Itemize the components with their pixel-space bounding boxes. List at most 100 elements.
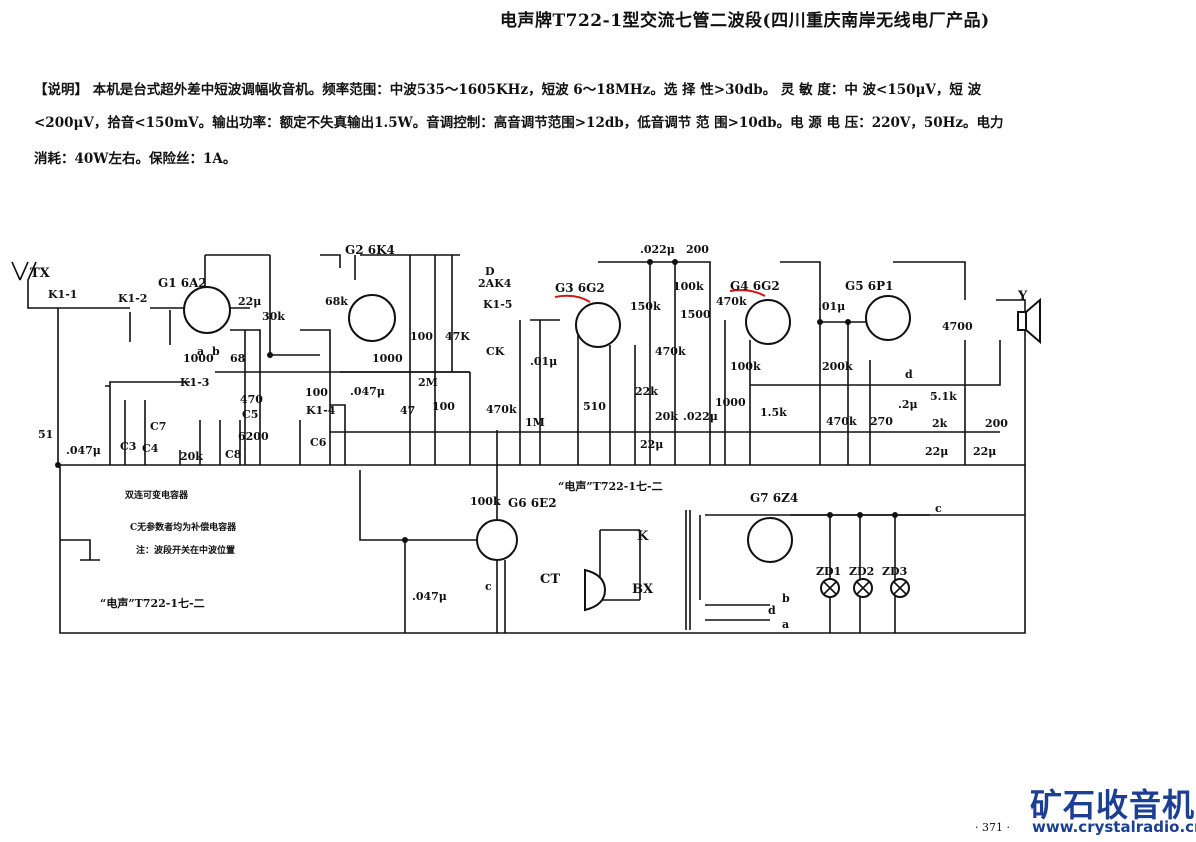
description-line-3: 消耗：40W左右。保险丝：1A。 (34, 151, 237, 167)
component-label: c (485, 580, 492, 593)
component-label: “电声”T722-1七-二 (100, 596, 205, 610)
watermark-url: www.crystalradio.cn (1032, 818, 1196, 836)
component-label: 200 (985, 417, 1008, 430)
capacitor-note: C无参数者均为补偿电容器 (130, 521, 237, 533)
component-label: 100k (673, 280, 704, 293)
component-label: 1500 (680, 308, 711, 321)
component-label: ZD1 (816, 565, 841, 578)
component-label: .01μ (530, 355, 557, 368)
component-label: 1000 (715, 396, 746, 409)
component-label: 20k (655, 410, 678, 423)
component-label: 5.1k (930, 390, 957, 403)
component-label: G4 6G2 (730, 279, 780, 293)
component-label: G5 6P1 (845, 279, 894, 293)
component-label: K1-4 (306, 404, 336, 417)
component-label: 100 (432, 400, 455, 413)
component-label: .047μ (412, 590, 447, 603)
component-label: C6 (310, 436, 327, 449)
component-label: C3 (120, 440, 136, 453)
component-label: d (905, 368, 913, 381)
component-label: C7 (150, 420, 166, 433)
component-label: c (935, 502, 942, 515)
component-label: C4 (142, 442, 159, 455)
component-label: 22μ (973, 445, 996, 458)
component-label: C8 (225, 448, 242, 461)
vacuum-tubes (183, 286, 911, 563)
plug-icon (584, 568, 607, 612)
component-label: BX (632, 582, 654, 597)
component-labels: TX K1-1 K1-2 K1-3 K1-4 K1-5 G1 6A2 G2 6K… (30, 243, 1028, 631)
component-label: 30k (262, 310, 285, 323)
component-label: CK (486, 345, 505, 358)
page-number: · 371 · (975, 821, 1010, 834)
tube-g2-icon (348, 294, 396, 342)
component-label: 22μ (238, 295, 261, 308)
component-label: K (637, 529, 649, 544)
transformer-icon (685, 510, 691, 630)
component-label: 47 (400, 404, 415, 417)
component-label: 470k (655, 345, 686, 358)
highlight-mark (554, 289, 766, 303)
component-label: Y (1017, 289, 1028, 304)
component-label: .047μ (350, 385, 385, 398)
component-label: 100 (410, 330, 433, 343)
component-label: 68k (325, 295, 348, 308)
component-label: 51 (38, 428, 53, 441)
junction-dots (55, 259, 898, 543)
component-label: 22μ (640, 438, 663, 451)
component-label: TX (30, 266, 51, 281)
component-label: G2 6K4 (345, 243, 395, 257)
component-label: 470k (486, 403, 517, 416)
component-label: 1000 (183, 352, 214, 365)
component-label: d (768, 604, 776, 617)
component-label: 47K (445, 330, 470, 343)
component-label: ZD2 (849, 565, 874, 578)
component-label: 22k (635, 385, 658, 398)
tube-g5-icon (865, 295, 911, 341)
tube-g4-icon (745, 299, 791, 345)
wiring (19, 254, 1026, 634)
component-label: G7 6Z4 (750, 491, 798, 505)
component-label: “电声”T722-1七-二 (558, 479, 663, 493)
component-label: 470 (240, 393, 263, 406)
component-label: 470k (826, 415, 857, 428)
tube-g3-icon (575, 302, 621, 348)
component-label: K1-5 (483, 298, 512, 311)
tube-g6-icon (476, 519, 518, 561)
component-label: 1000 (372, 352, 403, 365)
component-label: G6 6E2 (508, 496, 557, 510)
component-label: b (212, 345, 220, 358)
component-label: 1.5k (760, 406, 787, 419)
page-title: 电声牌T722-1型交流七管二波段(四川重庆南岸无线电厂产品) (500, 11, 990, 31)
component-label: 100 (305, 386, 328, 399)
component-label: C5 (242, 408, 258, 421)
component-label: 22μ (925, 445, 948, 458)
component-label: 200 (686, 243, 709, 256)
component-label: b (782, 592, 790, 605)
component-label: K1-2 (118, 292, 147, 305)
component-label: a (197, 345, 204, 358)
component-label: .01μ (818, 300, 845, 313)
lamp-icons (820, 578, 910, 598)
component-label: K1-1 (48, 288, 77, 301)
component-label: .022μ (640, 243, 675, 256)
gang-capacitor-note: 双连可变电容器 (125, 489, 189, 501)
component-label: G3 6G2 (555, 281, 605, 295)
component-label: 200k (822, 360, 853, 373)
description-line-1: 【说明】 本机是台式超外差中短波调幅收音机。频率范围：中波535～1605KHz… (34, 82, 982, 98)
component-label: a (782, 618, 789, 631)
component-label: 2AK4 (478, 277, 512, 290)
tube-g7-icon (747, 517, 793, 563)
component-label: G1 6A2 (158, 276, 207, 290)
component-label: 68 (230, 352, 246, 365)
band-switch-note: 注：波段开关在中波位置 (136, 544, 235, 556)
component-label: 6200 (238, 430, 269, 443)
component-label: 100k (470, 495, 501, 508)
component-label: 2k (932, 417, 948, 430)
watermark-logo: 矿石收音机 (1030, 786, 1196, 824)
component-label: 100k (730, 360, 761, 373)
component-label: 270 (870, 415, 893, 428)
tube-g1-icon (183, 286, 231, 334)
component-label: 510 (583, 400, 606, 413)
